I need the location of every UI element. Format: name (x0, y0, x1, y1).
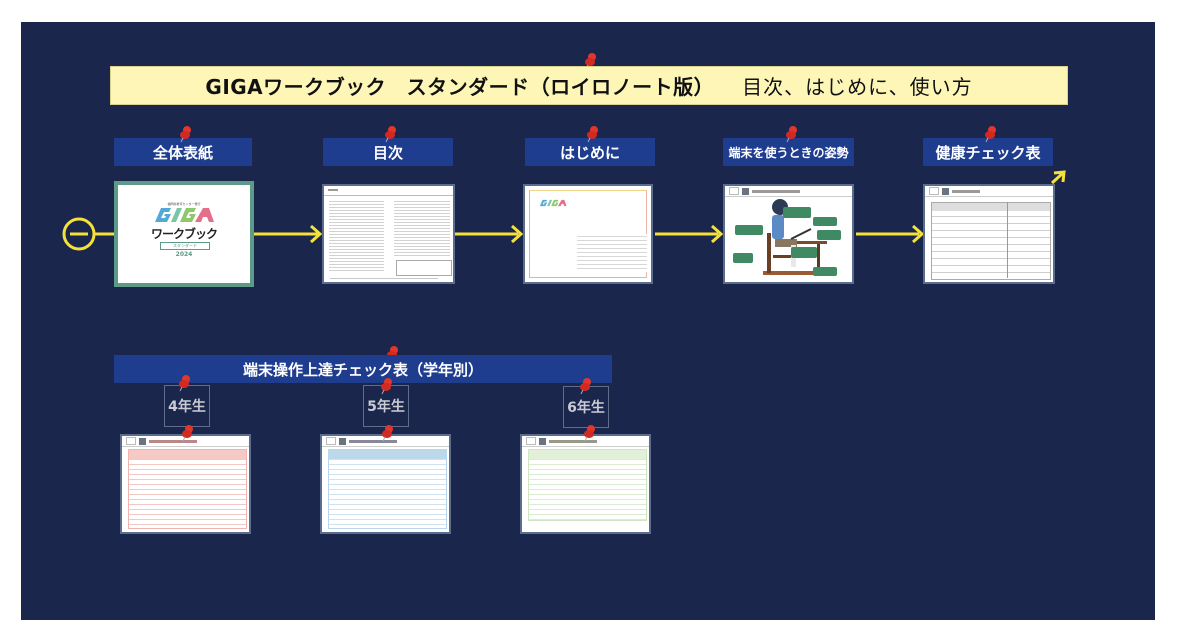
label-health[interactable]: 健康チェック表 (923, 138, 1053, 166)
arrowhead-1 (310, 224, 323, 244)
label-text: はじめに (559, 143, 620, 162)
label-text: 健康チェック表 (935, 143, 1041, 162)
toc-header (324, 186, 453, 196)
arrowhead-2 (511, 224, 524, 244)
grade-text: 6年生 (567, 400, 605, 416)
toc-table (396, 260, 452, 276)
cover-subtitle: ワークブック (150, 227, 218, 241)
label-text: 端末操作上達チェック表（学年別） (242, 360, 483, 379)
pin-icon (985, 126, 996, 143)
pin-icon (382, 425, 393, 442)
card-cover[interactable]: 福岡県教育センター発行 ワークブック スタンダード 2024 (114, 181, 254, 287)
card-header (322, 436, 449, 447)
card-header (122, 436, 249, 447)
label-toc[interactable]: 目次 (323, 138, 453, 166)
giga-logo (539, 199, 567, 207)
pin-icon (587, 126, 598, 143)
health-divider (1007, 202, 1008, 278)
cover-edition: スタンダード (160, 242, 210, 250)
toc-footer (330, 278, 438, 279)
health-table (931, 202, 1051, 280)
card-intro[interactable] (523, 184, 653, 284)
checklist-table (328, 449, 447, 529)
posture-illustration (733, 199, 841, 276)
pin-icon (381, 378, 392, 395)
checklist-table (128, 449, 247, 529)
title-banner[interactable]: GIGAワークブック スタンダード（ロイロノート版） 目次、はじめに、使い方 (110, 66, 1068, 105)
arrowhead-4 (912, 224, 925, 244)
pin-icon (584, 425, 595, 442)
card-grade-4[interactable] (120, 434, 251, 534)
card-header (725, 186, 852, 197)
label-posture[interactable]: 端末を使うときの姿勢 (723, 138, 854, 166)
pin-icon (182, 425, 193, 442)
arrowhead-3 (711, 224, 724, 244)
card-posture[interactable] (723, 184, 854, 284)
cover-year: 2024 (175, 251, 193, 258)
label-cover[interactable]: 全体表紙 (114, 138, 252, 166)
card-grade-5[interactable] (320, 434, 451, 534)
cover-publisher: 福岡県教育センター発行 (167, 202, 201, 206)
skills-header[interactable]: 端末操作上達チェック表（学年別） (114, 355, 612, 383)
card-toc[interactable] (322, 184, 455, 284)
title-main: GIGAワークブック スタンダード（ロイロノート版） (205, 75, 715, 99)
toc-column-right (394, 200, 450, 258)
arrow-up-right-icon[interactable] (1050, 170, 1066, 185)
giga-logo (155, 208, 214, 222)
pin-icon (580, 378, 591, 395)
label-text: 全体表紙 (152, 143, 213, 162)
pin-icon (180, 126, 191, 143)
toc-column-left (329, 200, 384, 272)
title-sub: 目次、はじめに、使い方 (742, 75, 973, 99)
pin-icon (385, 126, 396, 143)
card-header (925, 186, 1053, 197)
checklist-table (528, 449, 647, 521)
grade-text: 5年生 (367, 399, 405, 415)
intro-text (577, 234, 647, 272)
pin-icon (179, 375, 190, 392)
card-header (522, 436, 649, 447)
label-text: 端末を使うときの姿勢 (728, 145, 849, 160)
card-grade-6[interactable] (520, 434, 651, 534)
label-text: 目次 (372, 143, 403, 162)
pin-icon (585, 53, 596, 70)
grade-text: 4年生 (168, 399, 206, 415)
label-intro[interactable]: はじめに (525, 138, 655, 166)
card-health[interactable] (923, 184, 1055, 284)
pin-icon (786, 126, 797, 143)
